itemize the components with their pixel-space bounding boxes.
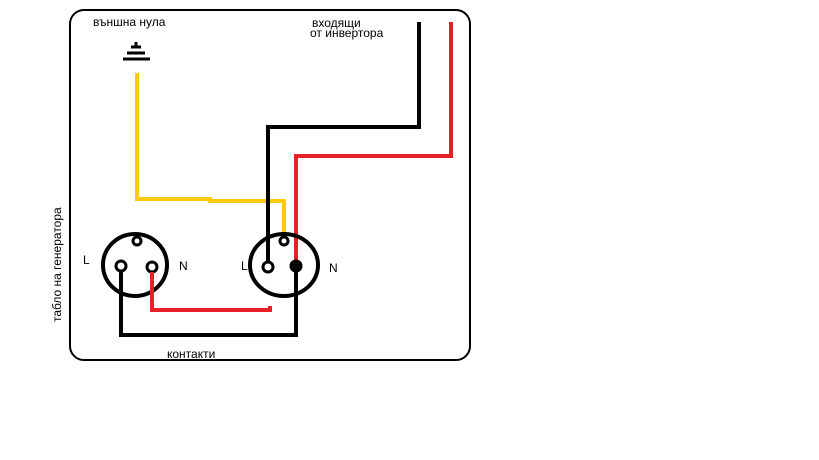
socket-2-l-label: L [241, 259, 248, 273]
incoming-label-line2: от инвертора [310, 26, 384, 40]
external-neutral-label: външна нула [93, 15, 166, 29]
socket-2-n-terminal [289, 259, 303, 273]
socket-2-outline [248, 232, 320, 298]
ground-symbol-icon [123, 42, 150, 61]
panel-enclosure [69, 9, 471, 361]
panel-label: табло на генератора [50, 207, 64, 322]
black-link-wire [119, 270, 298, 337]
red-incoming-wire [294, 22, 453, 266]
socket-2-l-terminal [261, 260, 275, 274]
black-incoming-wire [266, 22, 421, 265]
socket-2-n-label: N [329, 261, 338, 275]
red-link-wire [150, 272, 272, 312]
incoming-label-line1: входящи [312, 16, 361, 30]
contacts-label: контакти [167, 347, 215, 361]
socket-2 [248, 232, 320, 298]
yellow-neutral-wire [135, 73, 286, 241]
socket-1-n-terminal [145, 260, 159, 274]
socket-2-ground-terminal [278, 235, 290, 247]
socket-1-l-label: L [83, 253, 90, 267]
socket-1-n-label: N [179, 259, 188, 273]
socket-1-l-terminal [114, 259, 128, 273]
socket-1 [101, 232, 169, 298]
socket-1-ground-terminal [131, 235, 143, 247]
socket-1-outline [101, 232, 169, 298]
